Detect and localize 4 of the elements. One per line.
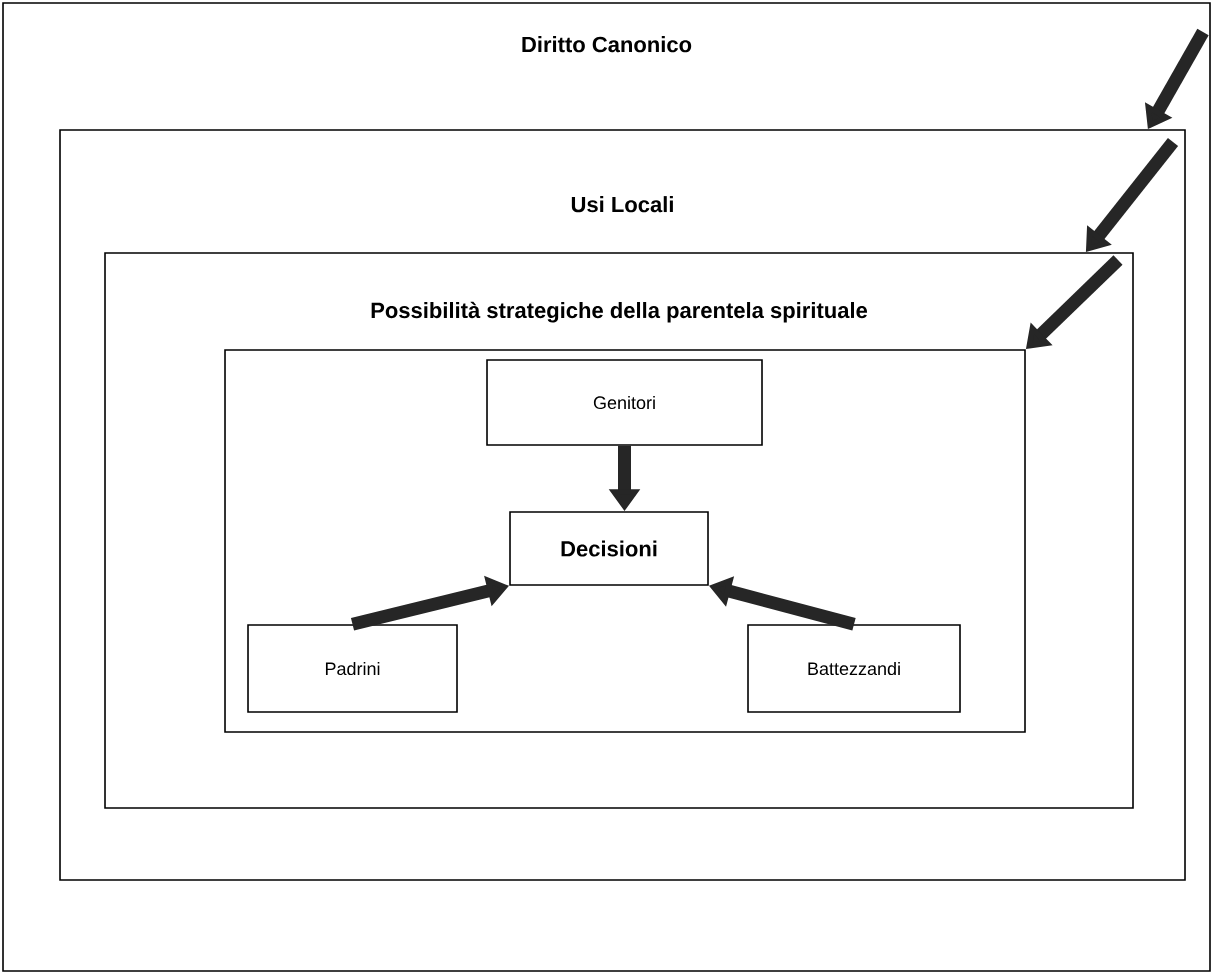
- text-box: Battezzandi: [747, 624, 961, 713]
- text-box: Decisioni: [509, 511, 709, 586]
- text-box: Padrini: [247, 624, 458, 713]
- text-box: Genitori: [486, 359, 763, 446]
